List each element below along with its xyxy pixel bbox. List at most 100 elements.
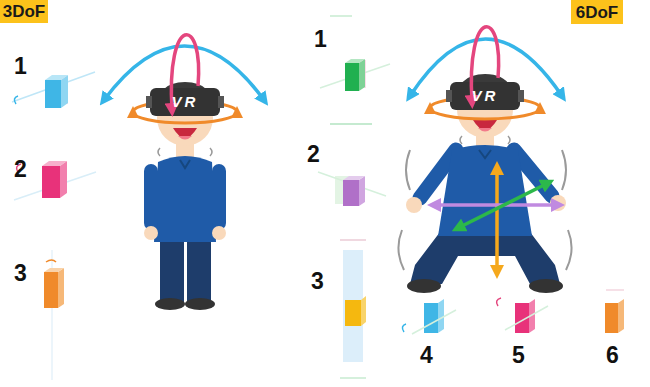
rotation-icon: [42, 166, 60, 198]
callout-number: 1: [14, 55, 27, 78]
rotation-icon: [343, 180, 359, 206]
standing-person: [144, 226, 158, 240]
standing-person: [160, 238, 184, 302]
rotation-icon: [44, 272, 58, 308]
callout-number: 2: [307, 143, 320, 166]
rotation-icon: [618, 299, 624, 333]
rotation-icon: [45, 80, 61, 108]
rotation-arrow: [104, 46, 264, 100]
callout-number: 4: [420, 344, 433, 367]
moving-person: [450, 82, 520, 110]
standing-person: [218, 96, 224, 108]
callout-number: 1: [314, 28, 327, 51]
rotation-icon: [58, 268, 64, 308]
rotation-icon: [318, 172, 386, 206]
standing-person: [150, 88, 220, 116]
rotation-icon: [497, 298, 501, 306]
standing-person: [180, 160, 190, 168]
rotation-icon: [402, 299, 456, 334]
rotation-icon: [42, 161, 67, 166]
callout-number: 2: [14, 158, 27, 181]
rotation-icon: [505, 306, 548, 330]
rotation-icon: [46, 260, 56, 262]
moving-person: [508, 136, 510, 144]
callout-number: 3: [311, 270, 324, 293]
moving-person: [529, 279, 563, 293]
moving-person: [460, 136, 462, 144]
standing-person: [133, 112, 237, 123]
moving-person: [479, 150, 491, 158]
standing-person: [187, 238, 211, 302]
standing-person: [154, 156, 216, 242]
translation-axes: [434, 203, 558, 207]
moving-person: [438, 145, 532, 236]
rotation-icon: [330, 15, 352, 17]
standing-person: [133, 82, 237, 310]
rotation-icon: [345, 63, 359, 91]
translation-axes: [495, 168, 499, 272]
moving-person: [407, 279, 441, 293]
rotation-icon: [320, 16, 390, 124]
rotation-arrow: [104, 35, 264, 110]
standing-person: [210, 148, 212, 156]
rotation-icon: [343, 250, 363, 362]
moving-person: [406, 197, 422, 213]
title-badge: 6DoF: [571, 0, 623, 24]
moving-person: [478, 128, 492, 132]
standing-person: [212, 226, 226, 240]
rotation-icon: [345, 300, 361, 326]
translation-axes: [458, 183, 548, 228]
moving-person: [566, 230, 572, 270]
rotation-icon: [605, 290, 624, 333]
rotation-icon: [340, 240, 366, 378]
standing-person: [185, 298, 215, 310]
rotation-icon: [340, 239, 366, 241]
headset-text: VR: [450, 88, 520, 103]
standing-person: [158, 148, 160, 156]
moving-person: [410, 232, 560, 284]
rotation-icon: [412, 310, 456, 334]
moving-person: [406, 150, 410, 190]
standing-person: [212, 164, 226, 230]
moving-person: [550, 195, 566, 211]
rotation-arrow: [410, 27, 562, 102]
rotation-icon: [340, 377, 366, 379]
standing-person: [178, 136, 192, 140]
rotation-icon: [359, 176, 365, 206]
standing-person: [155, 298, 185, 310]
callout-number: 3: [14, 262, 27, 285]
rotation-icon: [359, 59, 365, 91]
moving-person: [398, 74, 571, 293]
title-badge: 3DoF: [0, 0, 48, 23]
badge-text: 3DoF: [3, 3, 46, 20]
standing-person: [144, 164, 158, 230]
rotation-icon: [44, 268, 64, 272]
callout-number: 5: [512, 344, 525, 367]
rotation-icon: [60, 161, 67, 198]
rotation-icon: [497, 298, 548, 333]
moving-person: [518, 90, 524, 102]
rotation-icon: [343, 176, 365, 180]
moving-person: [446, 90, 452, 102]
rotation-icon: [361, 296, 366, 326]
rotation-icon: [14, 96, 18, 104]
moving-person: [430, 108, 540, 119]
rotation-icon: [61, 75, 68, 108]
rotation-icon: [606, 289, 624, 291]
moving-person: [562, 150, 566, 190]
rotation-icon: [45, 75, 68, 80]
rotation-icon: [605, 303, 618, 333]
rotation-icon: [44, 250, 64, 380]
translation-axes: [434, 168, 558, 272]
rotation-icon: [330, 123, 372, 125]
standing-person: [146, 96, 152, 108]
moving-person: [398, 230, 404, 270]
rotation-icon: [402, 324, 406, 332]
callout-number: 6: [606, 344, 619, 367]
rotation-icon: [345, 59, 365, 63]
rotation-icon: [424, 303, 438, 333]
badge-text: 6DoF: [576, 4, 619, 21]
